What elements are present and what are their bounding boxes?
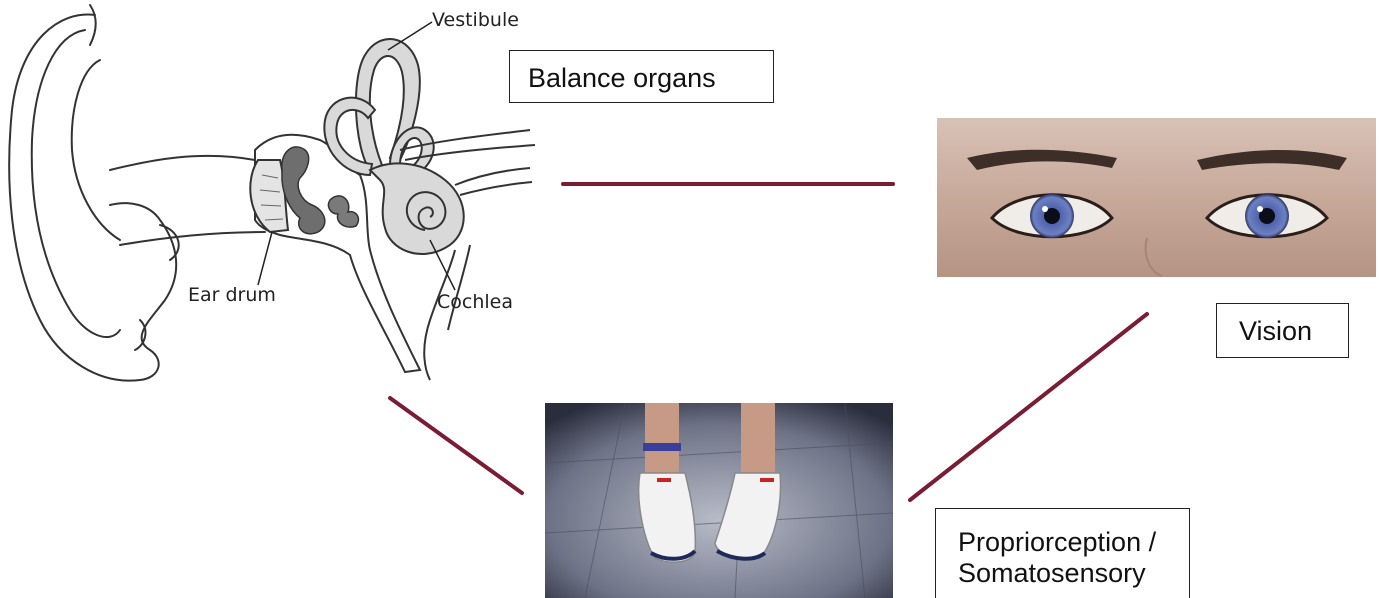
connector-vision-to-feet xyxy=(910,314,1147,500)
connector-ear-to-feet xyxy=(390,398,522,493)
